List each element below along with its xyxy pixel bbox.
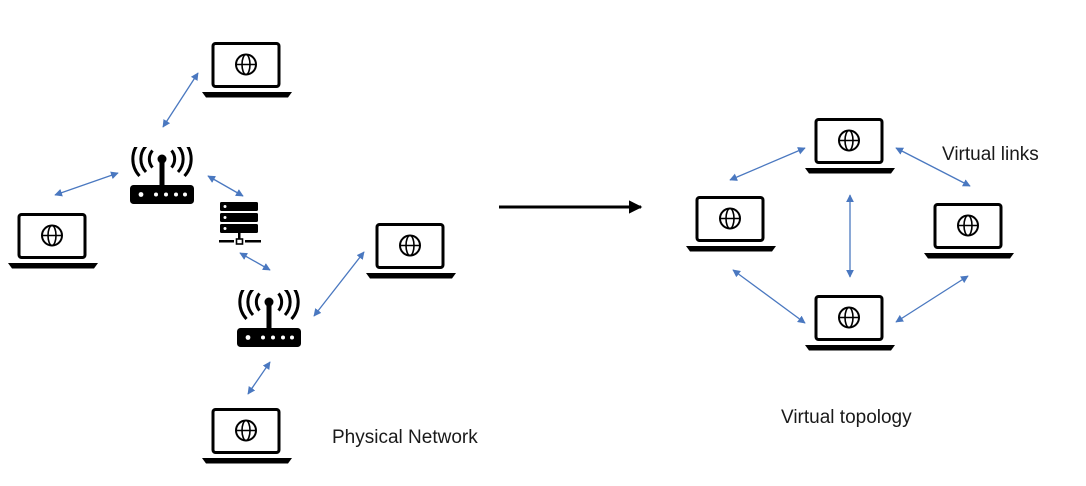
link-router1-server: [207, 175, 244, 197]
laptop-icon: [924, 203, 1014, 259]
physical-network-label: Physical Network: [332, 427, 478, 448]
virtual-link: [729, 147, 806, 181]
virtual-topology-label: Virtual topology: [781, 407, 912, 428]
link-router1-laptop-top: [162, 72, 199, 128]
server-icon: [219, 202, 261, 245]
laptop-icon: [202, 42, 292, 98]
link-router1-laptop-left: [54, 171, 119, 197]
link-router2-laptop-right: [313, 251, 365, 317]
virtual-link: [895, 147, 971, 187]
wifi-router-icon: [129, 147, 195, 205]
virtual-link: [732, 269, 806, 324]
laptop-icon: [366, 223, 456, 279]
virtual-topology: [686, 118, 1014, 351]
virtual-link: [895, 275, 969, 323]
laptop-icon: [805, 118, 895, 174]
laptop-icon: [686, 196, 776, 252]
link-server-router2: [239, 252, 271, 271]
virtual-links-label: Virtual links: [942, 144, 1039, 165]
link-router2-laptop-bottom: [247, 361, 271, 395]
physical-network: [8, 42, 456, 464]
wifi-router-icon: [236, 290, 302, 348]
laptop-icon: [8, 213, 98, 269]
laptop-icon: [805, 295, 895, 351]
laptop-icon: [202, 408, 292, 464]
